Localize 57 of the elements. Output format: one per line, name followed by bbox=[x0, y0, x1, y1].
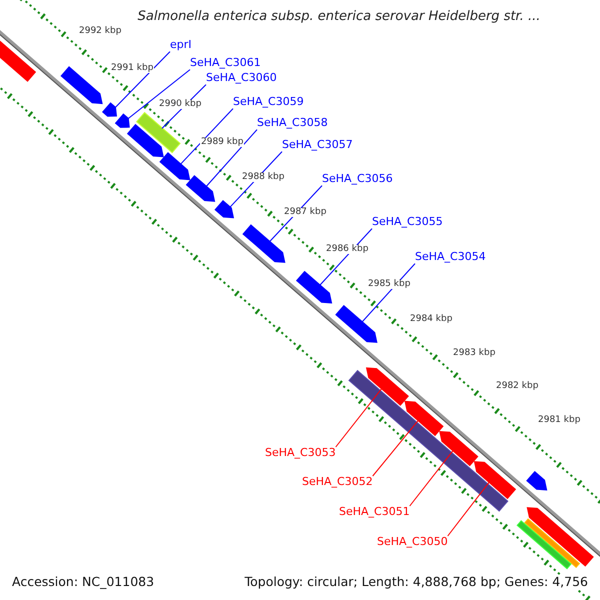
gene-label: SeHA_C3054 bbox=[415, 251, 486, 264]
leader-line bbox=[409, 450, 454, 506]
map-title: Salmonella enterica subsp. enterica serovar Heidelberg str. ... bbox=[136, 10, 542, 23]
leader-line bbox=[372, 420, 419, 476]
scale-label: 2991 kbp bbox=[110, 64, 154, 73]
gene-feature bbox=[296, 270, 332, 304]
info-text: Topology: circular; Length: 4,888,768 bp; Genes: 4,756 bbox=[242, 575, 590, 590]
gene-label: SeHA_C3060 bbox=[206, 72, 277, 85]
gene-label: SeHA_C3053 bbox=[265, 447, 336, 460]
gene-feature bbox=[126, 124, 164, 158]
scale-label: 2984 kbp bbox=[409, 315, 454, 324]
gene-feature bbox=[439, 430, 478, 466]
gene-label: SeHA_C3057 bbox=[282, 139, 353, 152]
gene-feature bbox=[159, 152, 190, 180]
gene-feature bbox=[214, 200, 234, 218]
leader-line bbox=[335, 388, 382, 448]
info-text: Accession: NC_011083 bbox=[10, 575, 156, 590]
gene-label: eprI bbox=[170, 39, 192, 52]
gene-bar bbox=[516, 520, 572, 570]
gene-feature bbox=[335, 304, 378, 343]
scale-label: 2988 kbp bbox=[241, 173, 286, 182]
scale-label: 2982 kbp bbox=[495, 382, 540, 391]
gene-label: SeHA_C3055 bbox=[372, 216, 443, 229]
scale-label: 2989 kbp bbox=[200, 138, 244, 147]
gene-label: SeHA_C3051 bbox=[339, 506, 410, 519]
gene-bar bbox=[136, 112, 181, 154]
scale-label: 2990 kbp bbox=[158, 100, 202, 109]
gene-feature bbox=[114, 113, 130, 128]
gene-feature bbox=[102, 102, 117, 117]
gene-label: SeHA_C3058 bbox=[257, 117, 328, 130]
gene-feature bbox=[526, 507, 594, 567]
leader-line bbox=[319, 228, 372, 286]
gene-feature bbox=[186, 175, 216, 202]
gene-label: SeHA_C3052 bbox=[302, 476, 373, 489]
scale-label: 2985 kbp bbox=[367, 280, 412, 289]
scale-label: 2987 kbp bbox=[283, 208, 328, 217]
gene-feature bbox=[404, 400, 444, 436]
leader-line bbox=[269, 185, 322, 242]
gene-feature bbox=[60, 66, 103, 104]
scale-label: 2983 kbp bbox=[452, 349, 496, 358]
scale-label: 2981 kbp bbox=[537, 416, 582, 425]
leader-line bbox=[114, 51, 170, 108]
gene-bar bbox=[524, 518, 580, 568]
scale-label: 2986 kbp bbox=[325, 245, 370, 254]
gene-label: SeHA_C3061 bbox=[190, 57, 261, 70]
leader-line bbox=[447, 481, 490, 536]
gene-feature bbox=[526, 470, 548, 490]
gene-label: SeHA_C3059 bbox=[233, 96, 304, 109]
gene-label: SeHA_C3056 bbox=[322, 173, 393, 186]
gene-feature bbox=[242, 224, 286, 263]
gene-feature bbox=[366, 367, 409, 406]
gene-feature bbox=[474, 461, 516, 500]
leader-line bbox=[180, 108, 234, 165]
leader-line bbox=[206, 129, 258, 188]
gene-label: SeHA_C3050 bbox=[377, 536, 448, 549]
scale-label: 2992 kbp bbox=[78, 27, 122, 36]
leader-line bbox=[127, 69, 190, 120]
